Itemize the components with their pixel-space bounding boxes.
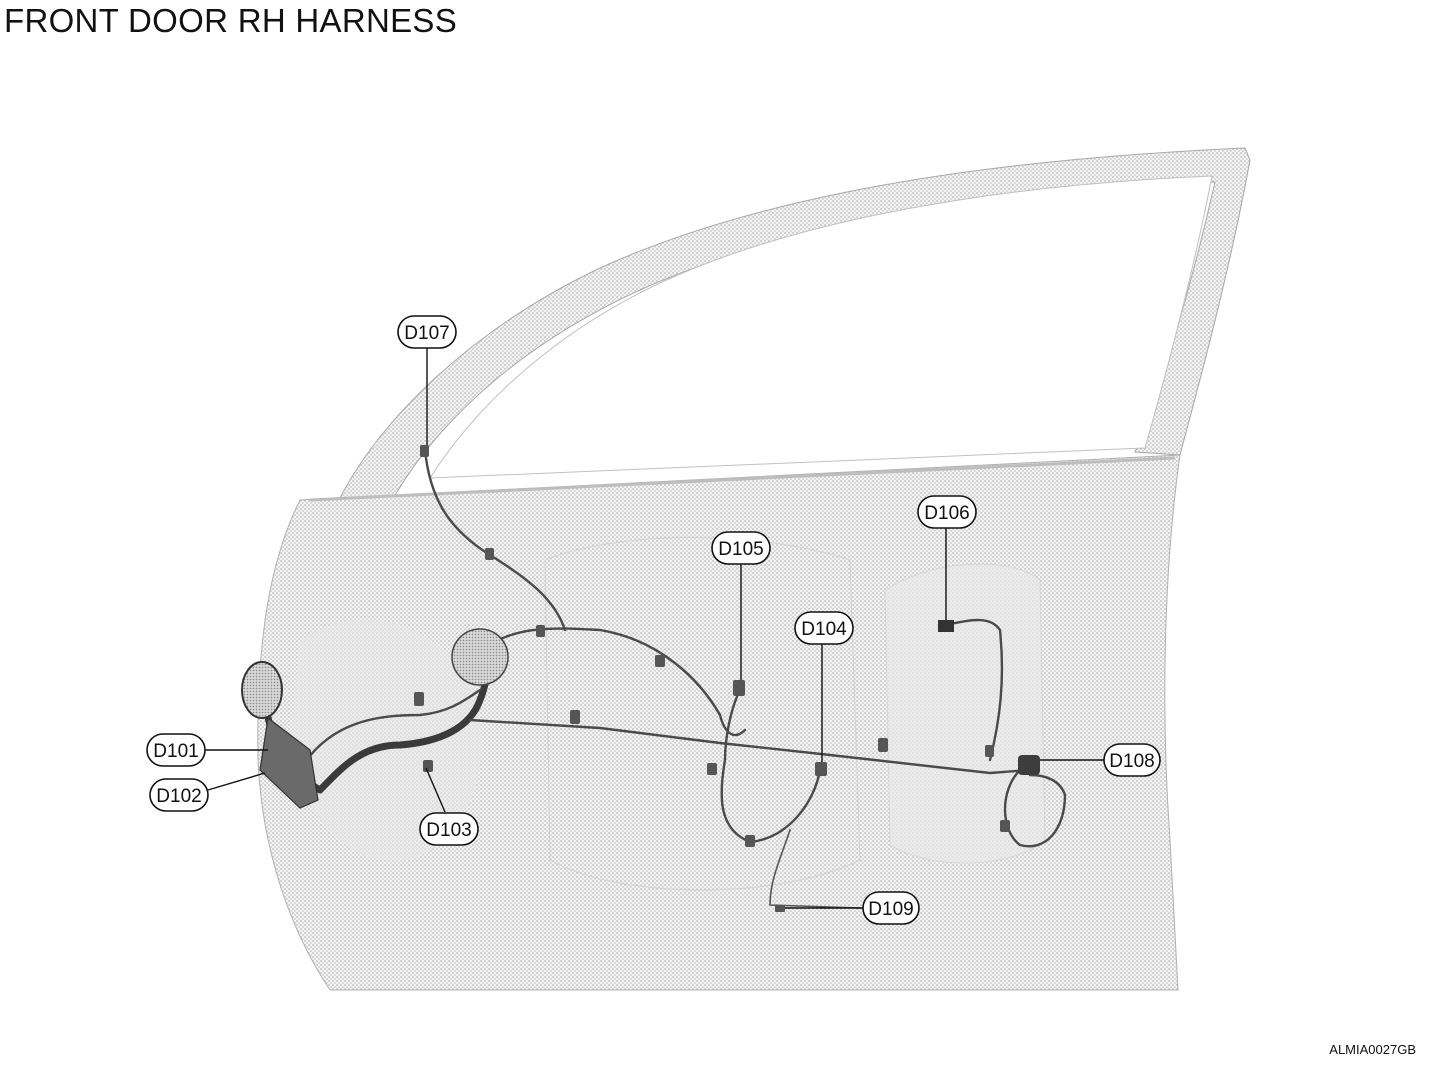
callout-d102-label: D102 xyxy=(156,786,201,807)
callout-d107: D107 xyxy=(397,315,457,349)
wire-harness xyxy=(241,445,1067,912)
callout-d107-label: D107 xyxy=(404,323,449,344)
callout-d109: D109 xyxy=(862,891,920,925)
callout-d105-label: D105 xyxy=(718,539,763,560)
callout-d106: D106 xyxy=(917,495,977,529)
callout-d104-label: D104 xyxy=(801,619,847,640)
callout-d106-label: D106 xyxy=(924,503,969,524)
callout-d102: D102 xyxy=(149,778,209,812)
callout-d108: D108 xyxy=(1103,743,1161,777)
callout-d104: D104 xyxy=(794,611,854,645)
callout-d101: D101 xyxy=(146,733,206,767)
door-outline xyxy=(257,147,1251,991)
callout-d108-label: D108 xyxy=(1109,751,1154,772)
page-title: FRONT DOOR RH HARNESS xyxy=(4,2,458,39)
callout-d103-label: D103 xyxy=(426,820,471,841)
callout-d101-label: D101 xyxy=(153,741,198,762)
callout-d109-label: D109 xyxy=(868,899,913,920)
callout-d103: D103 xyxy=(419,812,479,846)
figure-code: ALMIA0027GB xyxy=(1329,1042,1416,1057)
leader-lines xyxy=(205,347,1104,909)
callout-d105: D105 xyxy=(711,531,771,565)
